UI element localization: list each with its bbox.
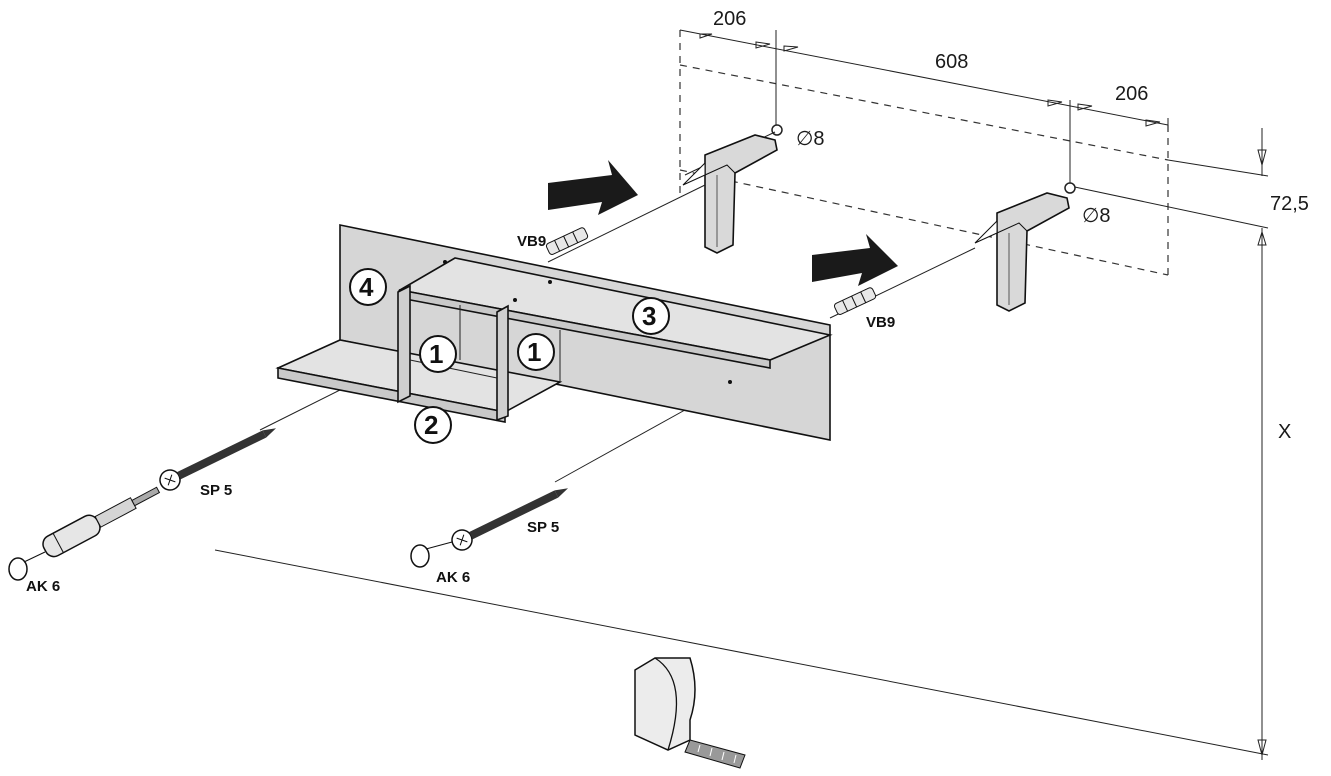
svg-text:1: 1 (527, 337, 541, 367)
dim-arrow (1047, 99, 1063, 107)
screw-icon (159, 428, 277, 491)
arrow-icon (548, 160, 638, 215)
screw-icon (451, 488, 569, 551)
wall-plug-icon (545, 227, 589, 255)
dim-left-offset: 206 (713, 8, 746, 30)
drill-icon (682, 131, 778, 254)
floor-reference-line (214, 549, 1269, 756)
shelf-unit (275, 224, 833, 441)
svg-text:2: 2 (424, 410, 438, 440)
dim-height-var: X (1278, 421, 1291, 443)
bottom-board-edge (277, 367, 506, 423)
tape-measure-icon (634, 657, 746, 769)
cap-icon (410, 541, 453, 568)
wall-plug-icon (833, 287, 877, 315)
dim-arrow (783, 45, 799, 52)
part-badge-4: 4 (349, 268, 387, 306)
dim-top-offset: 72,5 (1270, 193, 1309, 215)
dim-right-offset: 206 (1115, 83, 1148, 105)
drilling-template (679, 30, 1169, 276)
dim-arrow (1077, 103, 1093, 111)
dim-arrow (755, 41, 771, 49)
drill-hole-right (1064, 182, 1076, 194)
cap-icon (8, 551, 46, 581)
dim-arrow (1257, 230, 1267, 246)
label-ak-right: AK 6 (436, 569, 470, 586)
svg-text:1: 1 (429, 339, 443, 369)
arrow-icon (812, 234, 898, 286)
dim-span: 608 (935, 51, 968, 73)
dim-arrow (1145, 119, 1161, 127)
part-badge-3: 3 (632, 297, 670, 335)
dim-arrow (1257, 149, 1267, 167)
part-badge-1b: 1 (517, 333, 555, 371)
svg-text:3: 3 (642, 301, 656, 331)
side-panel-left (397, 284, 411, 404)
svg-text:4: 4 (359, 272, 374, 302)
label-vb-left: VB9 (517, 233, 546, 250)
side-panel-middle (496, 304, 509, 422)
label-sp-right: SP 5 (527, 519, 559, 536)
part-badge-1a: 1 (419, 335, 457, 373)
label-sp-left: SP 5 (200, 482, 232, 499)
dimension-lines (679, 29, 1269, 760)
dim-arrow (1257, 739, 1267, 757)
dim-arrow (699, 33, 713, 39)
dim-hole-left: ∅8 (796, 128, 825, 150)
part-badge-2: 2 (414, 406, 452, 444)
drill-icon (974, 192, 1070, 312)
label-vb-right: VB9 (866, 314, 895, 331)
guide-line (547, 184, 706, 263)
drill-hole-left (771, 124, 783, 136)
screwdriver-icon (42, 486, 161, 558)
dim-hole-right: ∅8 (1082, 205, 1111, 227)
label-ak-left: AK 6 (26, 578, 60, 595)
